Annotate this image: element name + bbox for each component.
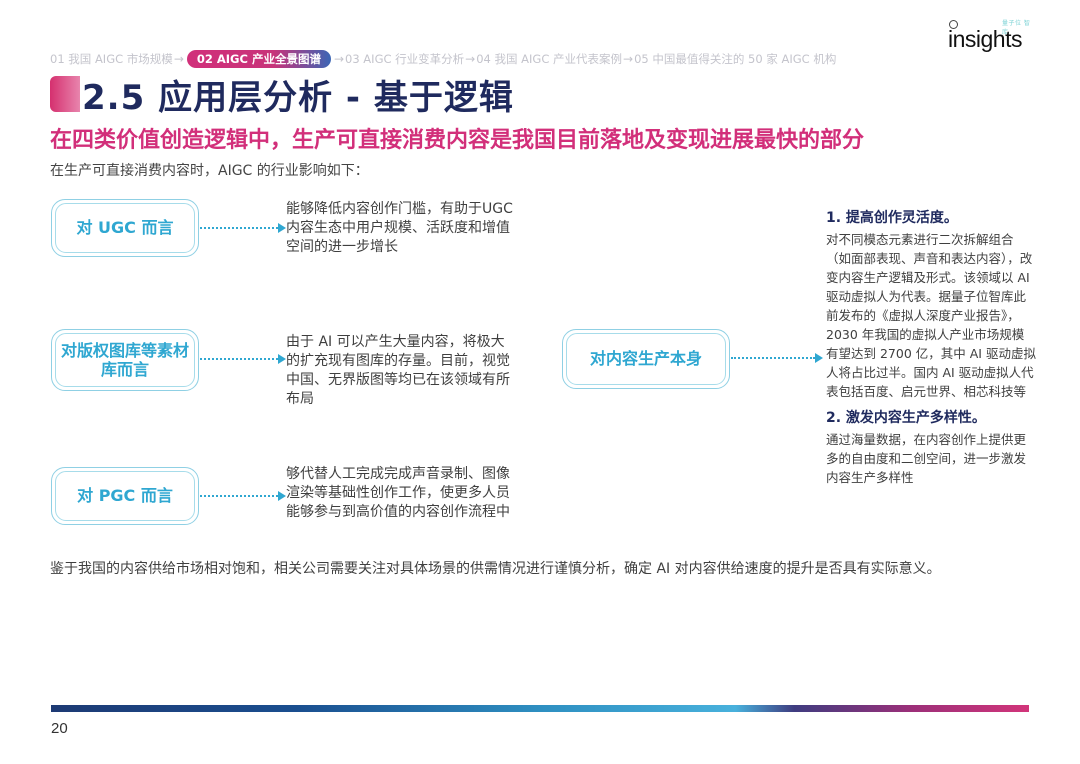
page-title-block: 2.5 应用层分析 - 基于逻辑 bbox=[50, 74, 513, 118]
brand-logo: 量子位 智库 insights bbox=[946, 16, 1036, 52]
impact-points: 1. 提高创作灵活度。 对不同模态元素进行二次拆解组合（如面部表现、声音和表达内… bbox=[826, 207, 1036, 493]
stock-library-description: 由于 AI 可以产生大量内容，将极大的扩充现有图库的存量。目前，视觉中国、无界版… bbox=[286, 334, 510, 407]
breadcrumb-item-03[interactable]: 03 AIGC 行业变革分析 bbox=[345, 52, 465, 66]
page-subtitle: 在四类价值创造逻辑中，生产可直接消费内容是我国目前落地及变现进展最快的部分 bbox=[50, 128, 865, 153]
footer-gradient-bar bbox=[51, 705, 1029, 712]
arrow-right-icon: → bbox=[333, 52, 345, 66]
content-production-box: 对内容生产本身 bbox=[562, 329, 730, 389]
breadcrumb-item-01[interactable]: 01 我国 AIGC 市场规模 bbox=[50, 52, 173, 66]
pgc-description: 够代替人工完成完成声音录制、图像渲染等基础性创作工作，使更多人员能够参与到高价值… bbox=[286, 466, 510, 520]
dotted-line bbox=[731, 357, 815, 359]
pgc-connector-arrow bbox=[200, 491, 286, 501]
arrowhead-icon bbox=[278, 223, 286, 233]
logo-wordmark: insights bbox=[948, 26, 1022, 52]
point-1-body: 对不同模态元素进行二次拆解组合（如面部表现、声音和表达内容），改变内容生产逻辑及… bbox=[826, 232, 1036, 399]
point-2-heading: 2. 激发内容生产多样性。 bbox=[826, 410, 986, 426]
conclusion-text: 鉴于我国的内容供给市场相对饱和，相关公司需要关注对具体场景的供需情况进行谨慎分析… bbox=[50, 561, 941, 577]
ugc-description: 能够降低内容创作门槛，有助于UGC 内容生态中用户规模、活跃度和增值空间的进一步… bbox=[286, 201, 513, 255]
breadcrumb: 01 我国 AIGC 市场规模 → 02 AIGC 产业全景图谱 → 03 AI… bbox=[50, 50, 836, 68]
intro-text: 在生产可直接消费内容时，AIGC 的行业影响如下： bbox=[50, 163, 369, 179]
arrowhead-icon bbox=[278, 354, 286, 364]
point-1-heading: 1. 提高创作灵活度。 bbox=[826, 210, 958, 226]
arrowhead-icon bbox=[815, 353, 823, 363]
dotted-line bbox=[200, 495, 278, 497]
arrow-right-icon: → bbox=[173, 52, 184, 66]
ugc-connector-arrow bbox=[200, 223, 286, 233]
arrowhead-icon bbox=[278, 491, 286, 501]
point-2-body: 通过海量数据，在内容创作上提供更多的自由度和二创空间，进一步激发内容生产多样性 bbox=[826, 432, 1027, 485]
breadcrumb-item-04[interactable]: 04 我国 AIGC 产业代表案例 bbox=[476, 52, 623, 66]
logo-ring-icon bbox=[949, 20, 958, 29]
dotted-line bbox=[200, 358, 278, 360]
stock-library-box-label: 对版权图库等素材库而言 bbox=[60, 340, 189, 379]
logo-tag: 量子位 智库 bbox=[1002, 20, 1031, 36]
stock-library-box: 对版权图库等素材库而言 bbox=[51, 329, 199, 391]
dotted-line bbox=[200, 227, 278, 229]
content-production-box-label: 对内容生产本身 bbox=[589, 349, 702, 369]
arrow-right-icon: → bbox=[623, 52, 634, 66]
page-title: 2.5 应用层分析 - 基于逻辑 bbox=[82, 77, 514, 118]
ugc-box: 对 UGC 而言 bbox=[51, 199, 199, 257]
page-number: 20 bbox=[51, 720, 68, 737]
pgc-box-label: 对 PGC 而言 bbox=[77, 486, 173, 506]
arrow-right-icon: → bbox=[465, 52, 476, 66]
breadcrumb-item-05[interactable]: 05 中国最值得关注的 50 家 AIGC 机构 bbox=[634, 52, 837, 66]
title-accent-bar bbox=[50, 76, 80, 112]
ugc-box-label: 对 UGC 而言 bbox=[76, 218, 174, 238]
stock-library-connector-arrow bbox=[200, 354, 286, 364]
breadcrumb-item-02-active[interactable]: 02 AIGC 产业全景图谱 bbox=[186, 50, 331, 68]
content-production-connector-arrow bbox=[731, 353, 823, 363]
pgc-box: 对 PGC 而言 bbox=[51, 467, 199, 525]
